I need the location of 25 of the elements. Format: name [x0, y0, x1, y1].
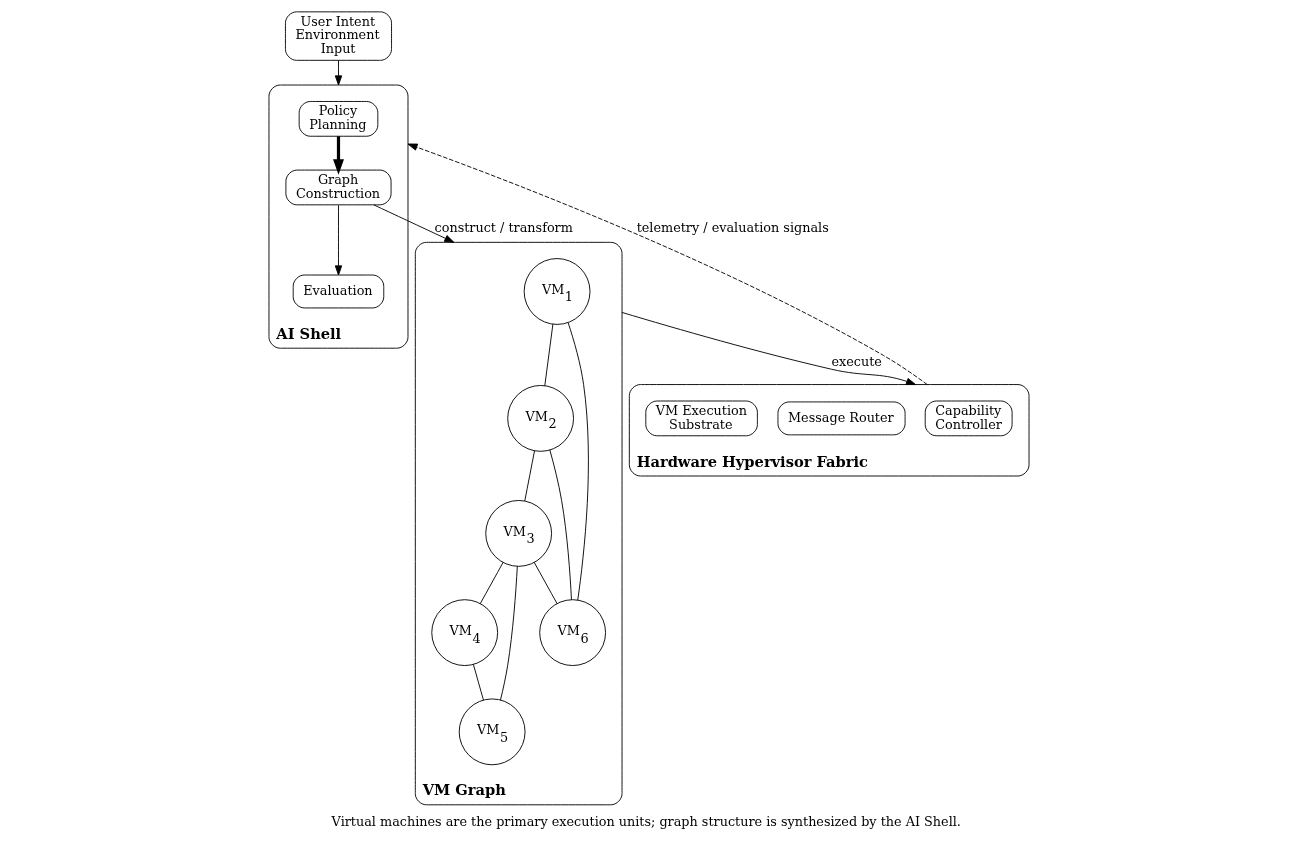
- node-box: VM Execution Substrate: [644, 400, 758, 437]
- connector: [479, 561, 504, 605]
- caption: Virtual machines are the primary execution units; graph structure is synthesized by the AI Shell.: [331, 814, 961, 830]
- arrow: [334, 204, 342, 276]
- connector: [548, 449, 572, 601]
- arrow: [332, 136, 344, 175]
- connector: [543, 323, 553, 387]
- arrow: [621, 311, 916, 385]
- connector: [472, 663, 484, 701]
- connector: [499, 565, 518, 701]
- edge-label: execute: [830, 353, 882, 369]
- arrow: [407, 143, 928, 385]
- node-box: User Intent Environment Input: [284, 11, 392, 61]
- node-box: Evaluation: [292, 274, 384, 309]
- arrow: [372, 204, 454, 243]
- edge-label: construct / transform: [434, 219, 573, 235]
- node-box: Message Router: [777, 401, 906, 436]
- connector: [523, 450, 535, 502]
- node-box: Capability Controller: [924, 400, 1013, 437]
- node-box: Graph Construction: [284, 169, 392, 206]
- connector: [533, 561, 558, 605]
- node-box: Policy Planning: [298, 101, 378, 137]
- edge-label: telemetry / evaluation signals: [636, 219, 829, 235]
- arrow: [334, 59, 342, 86]
- connector: [567, 322, 589, 601]
